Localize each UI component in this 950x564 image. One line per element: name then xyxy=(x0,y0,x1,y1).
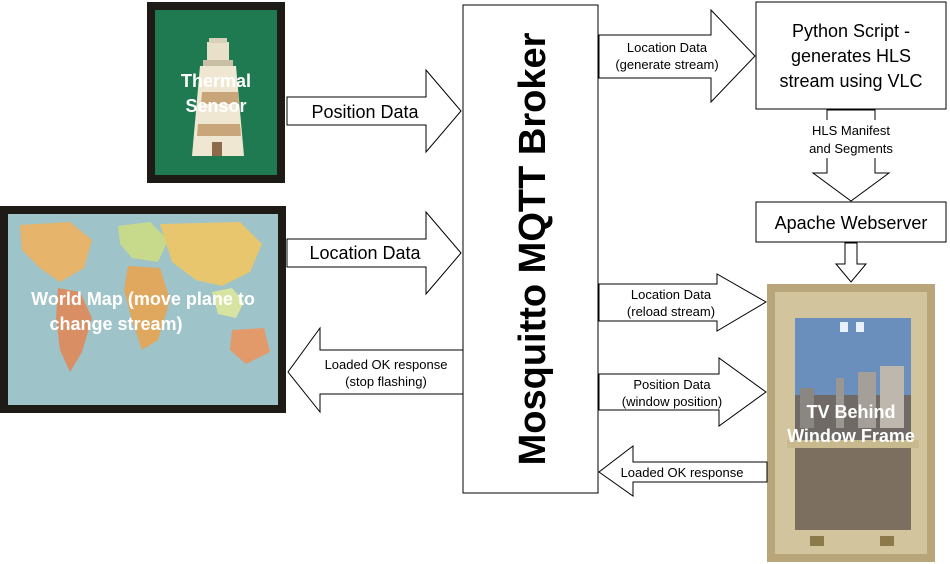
arrow-map-to-broker: Location Data xyxy=(286,210,462,296)
window-latch-right xyxy=(880,536,894,546)
python-script-label-line2: generates HLS xyxy=(791,46,911,66)
thermal-sensor-label-line2: Sensor xyxy=(185,96,246,116)
tv-window-label-line2: Window Frame xyxy=(787,426,915,446)
arrow-map-to-broker-label: Location Data xyxy=(309,243,421,263)
arrow-broker-to-python: Location Data (generate stream) xyxy=(598,8,756,104)
arrow-broker-to-python-line2: (generate stream) xyxy=(615,57,718,72)
thermal-sensor-label-line1: Thermal xyxy=(181,71,251,91)
mqtt-broker-label: Mosquitto MQTT Broker xyxy=(512,32,554,465)
thermal-sensor-node: Thermal Sensor xyxy=(147,2,285,183)
arrow-sensor-to-broker-label: Position Data xyxy=(311,102,419,122)
arrow-apache-to-tv xyxy=(834,242,868,283)
arrow-broker-to-tv-reload: Location Data (reload stream) xyxy=(598,273,767,332)
python-script-box xyxy=(755,1,947,110)
apache-webserver-node: Apache Webserver xyxy=(755,201,947,243)
arrow-broker-to-tv-position: Position Data (window position) xyxy=(598,357,767,427)
arrow-broker-to-map-line2: (stop flashing) xyxy=(345,374,427,389)
arrow-broker-to-tv-position-line1: Position Data xyxy=(633,377,711,392)
arrow-broker-to-tv-position-line2: (window position) xyxy=(622,394,722,409)
arrow-tv-to-broker-label: Loaded OK response xyxy=(621,465,744,480)
city-skyline xyxy=(795,366,911,530)
arrow-python-to-apache: HLS Manifest and Segments xyxy=(800,109,904,202)
arrow-sensor-to-broker: Position Data xyxy=(286,68,462,154)
arrow-python-to-apache-line2: and Segments xyxy=(809,141,893,156)
mqtt-broker-box xyxy=(462,4,599,494)
arrow-broker-to-map: Loaded OK response (stop flashing) xyxy=(287,326,464,414)
world-map-node: World Map (move plane to change stream) xyxy=(0,206,286,413)
python-script-label-line1: Python Script - xyxy=(792,21,910,41)
apache-webserver-box xyxy=(755,201,947,243)
arrow-tv-to-broker: Loaded OK response xyxy=(598,444,768,497)
world-map-continents xyxy=(20,222,270,372)
mqtt-broker-node: Mosquitto MQTT Broker xyxy=(462,4,599,494)
tv-window-node: TV Behind Window Frame xyxy=(767,284,935,562)
lighthouse-picture xyxy=(192,38,244,156)
world-map-label-line1: World Map (move plane to xyxy=(31,289,255,309)
python-script-node: Python Script - generates HLS stream usi… xyxy=(755,1,947,110)
arrow-broker-to-tv-reload-line2: (reload stream) xyxy=(627,304,715,319)
window-sash-rail xyxy=(787,440,919,448)
window-latch-left xyxy=(810,536,824,546)
python-script-label-line3: stream using VLC xyxy=(779,71,922,91)
arrow-broker-to-tv-reload-line1: Location Data xyxy=(631,287,712,302)
tv-window-label-line1: TV Behind xyxy=(807,402,896,422)
arrow-broker-to-map-line1: Loaded OK response xyxy=(325,357,448,372)
world-map-label-line2: change stream) xyxy=(49,314,182,334)
apache-webserver-label: Apache Webserver xyxy=(775,213,928,233)
arrow-broker-to-python-line1: Location Data xyxy=(627,40,708,55)
arrow-python-to-apache-line1: HLS Manifest xyxy=(812,123,890,138)
